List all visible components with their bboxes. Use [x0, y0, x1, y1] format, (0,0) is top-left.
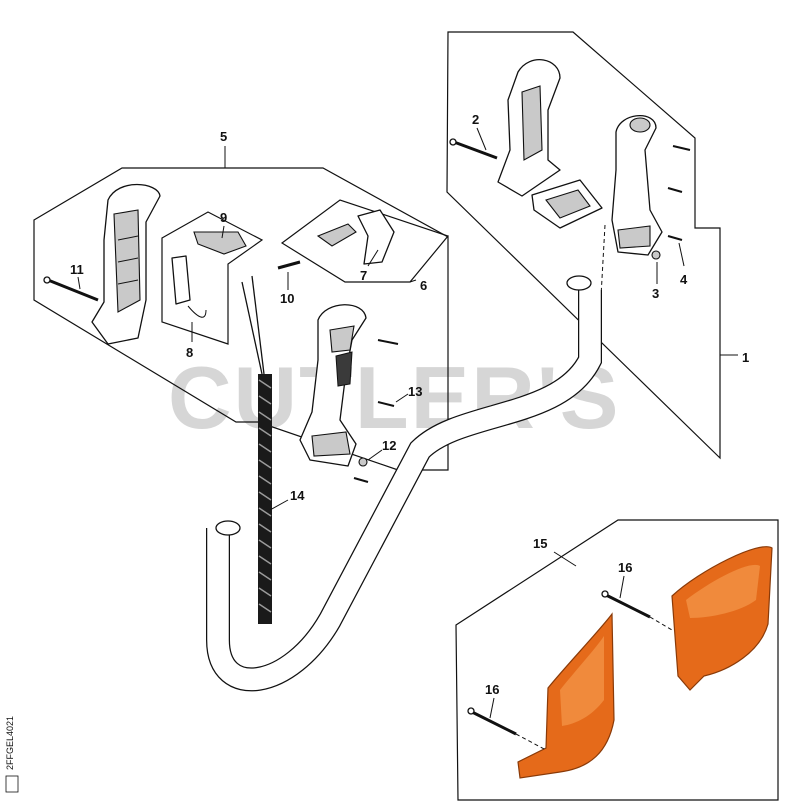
leader-13 — [395, 393, 409, 403]
callout-13: 13 — [408, 384, 422, 399]
leader-14 — [269, 499, 289, 511]
guard-part-left — [517, 612, 615, 779]
leader-9 — [221, 225, 225, 239]
pin-part-10 — [277, 260, 301, 270]
leader-4 — [678, 242, 685, 267]
callout-7: 7 — [360, 268, 367, 283]
leader-2 — [476, 127, 487, 151]
throttle-cable-part-14 — [241, 275, 272, 624]
leader-16a — [619, 575, 625, 599]
callout-16-upper: 16 — [618, 560, 632, 575]
leader-16b — [489, 697, 495, 719]
callout-8: 8 — [186, 345, 193, 360]
grip-part — [611, 115, 663, 256]
box-sub-8 — [161, 211, 264, 345]
leader-6 — [409, 279, 417, 283]
side-code-text: 2FFGEL4021 — [5, 716, 15, 770]
screw-part-4 — [667, 145, 691, 241]
callout-14: 14 — [290, 488, 305, 503]
trigger-part-8 — [171, 231, 247, 318]
callout-12: 12 — [382, 438, 396, 453]
side-code-box — [5, 775, 19, 793]
box-assembly-15 — [455, 519, 779, 801]
left-handle-part — [91, 184, 161, 345]
nut-part-3 — [651, 250, 661, 260]
callout-10: 10 — [280, 291, 294, 306]
callout-15: 15 — [533, 536, 547, 551]
nut-part-12 — [353, 457, 369, 483]
callout-16-lower: 16 — [485, 682, 499, 697]
screw-part-11 — [43, 276, 99, 302]
callout-11: 11 — [70, 262, 84, 277]
screw-part-13 — [377, 339, 399, 407]
throttle-lever-part-7 — [316, 209, 395, 265]
callout-3: 3 — [652, 286, 659, 301]
callout-1: 1 — [742, 350, 749, 365]
leader-11 — [77, 276, 81, 290]
guard-part-right — [671, 546, 773, 691]
callout-2: 2 — [472, 112, 479, 127]
dash-guide-16a — [649, 616, 673, 631]
handle-shell-part — [497, 59, 603, 229]
loop-handle-tube — [206, 275, 602, 692]
box-sub-6 — [280, 199, 450, 283]
box-assembly-5 — [33, 167, 449, 471]
screw-part-16b — [467, 707, 517, 736]
callout-5: 5 — [220, 129, 227, 144]
callout-6: 6 — [420, 278, 427, 293]
dash-guide-16b — [515, 733, 547, 751]
leader-15 — [553, 551, 577, 567]
screw-part-2 — [449, 138, 498, 160]
right-handle-part — [299, 304, 367, 467]
callout-4: 4 — [680, 272, 688, 287]
callout-9: 9 — [220, 210, 227, 225]
leader-12 — [367, 449, 383, 461]
screw-part-16a — [601, 590, 651, 619]
leader-7 — [367, 249, 379, 267]
box-assembly-1 — [446, 31, 721, 460]
